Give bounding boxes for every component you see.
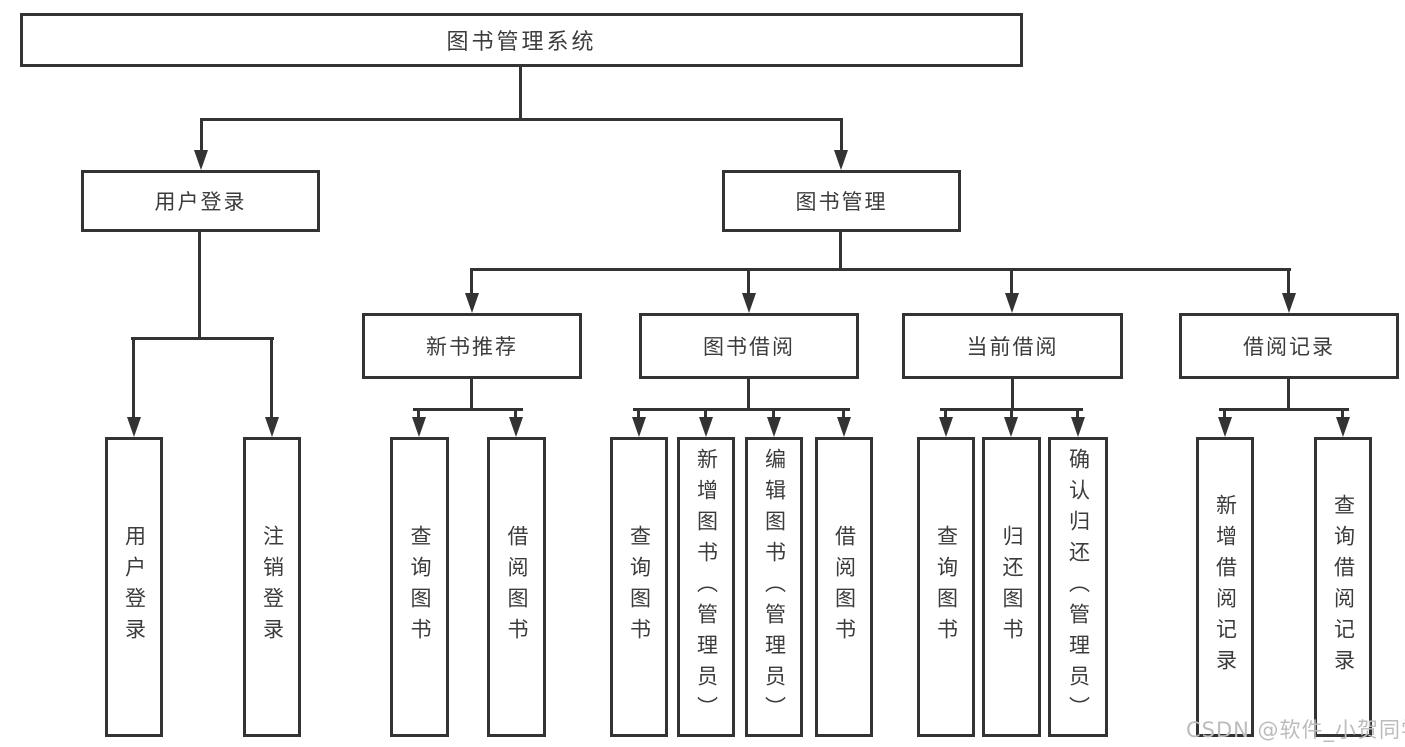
leaf-user-login: 用户登录 (105, 437, 163, 737)
arrowhead (127, 417, 141, 437)
leaf-query-books-current: 查询图书 (917, 437, 975, 737)
connector-line (637, 408, 640, 421)
connector-line (270, 337, 273, 421)
leaf-confirm-return-admin: 确认归还（管理员） (1048, 437, 1108, 737)
node-book-management: 图书管理 (722, 170, 961, 232)
arrowhead (194, 150, 208, 170)
arrowhead (1004, 417, 1018, 437)
node-library-management-system: 图书管理系统 (20, 13, 1023, 67)
arrowhead (509, 417, 523, 437)
connector-line (200, 118, 843, 121)
connector-line (633, 408, 850, 411)
connector-line (842, 408, 845, 421)
leaf-borrow-books-borrowing: 借阅图书 (815, 437, 873, 737)
leaf-logout: 注销登录 (243, 437, 301, 737)
csdn-watermark: CSDN @软件_小贺同学 (1186, 718, 1405, 742)
arrowhead (742, 293, 756, 313)
connector-line (1341, 408, 1344, 421)
connector-line (132, 337, 135, 421)
connector-line (131, 337, 274, 340)
connector-line (200, 118, 203, 154)
leaf-return-book: 归还图书 (982, 437, 1041, 737)
arrowhead (1005, 293, 1019, 313)
connector-line (1010, 408, 1013, 421)
connector-line (1223, 408, 1226, 421)
connector-line (470, 268, 1291, 271)
connector-line (1076, 408, 1079, 421)
connector-line (470, 268, 473, 297)
arrowhead (837, 417, 851, 437)
connector-line (747, 268, 750, 297)
node-book-borrowing: 图书借阅 (639, 313, 859, 379)
connector-line (1219, 408, 1349, 411)
connector-line (1011, 379, 1014, 411)
arrowhead (834, 150, 848, 170)
leaf-query-books-recommend: 查询图书 (390, 437, 449, 737)
node-current-borrowing: 当前借阅 (902, 313, 1123, 379)
connector-line (470, 379, 473, 411)
arrowhead (265, 417, 279, 437)
connector-line (519, 67, 522, 121)
arrowhead (465, 293, 479, 313)
connector-line (839, 232, 842, 271)
connector-line (704, 408, 707, 421)
arrowhead (1282, 293, 1296, 313)
connector-line (417, 408, 420, 421)
connector-line (514, 408, 517, 421)
leaf-query-books-borrowing: 查询图书 (610, 437, 668, 737)
arrowhead (1336, 417, 1350, 437)
leaf-query-borrow-record: 查询借阅记录 (1314, 437, 1372, 737)
leaf-edit-book-admin: 编辑图书（管理员） (745, 437, 803, 737)
arrowhead (939, 417, 953, 437)
leaf-add-book-admin: 新增图书（管理员） (677, 437, 735, 737)
arrowhead (1071, 417, 1085, 437)
connector-line (840, 118, 843, 154)
arrowhead (767, 417, 781, 437)
connector-line (772, 408, 775, 421)
node-new-book-recommend: 新书推荐 (362, 313, 582, 379)
node-borrowing-records: 借阅记录 (1179, 313, 1399, 379)
connector-line (198, 232, 201, 340)
connector-line (1287, 268, 1290, 297)
arrowhead (412, 417, 426, 437)
arrowhead (699, 417, 713, 437)
leaf-add-borrow-record: 新增借阅记录 (1196, 437, 1254, 737)
arrowhead (1218, 417, 1232, 437)
arrowhead (632, 417, 646, 437)
connector-line (413, 408, 523, 411)
connector-line (1010, 268, 1013, 297)
node-user-login: 用户登录 (81, 170, 320, 232)
leaf-borrow-books-recommend: 借阅图书 (487, 437, 546, 737)
connector-line (944, 408, 947, 421)
connector-line (1287, 379, 1290, 411)
connector-line (747, 379, 750, 411)
